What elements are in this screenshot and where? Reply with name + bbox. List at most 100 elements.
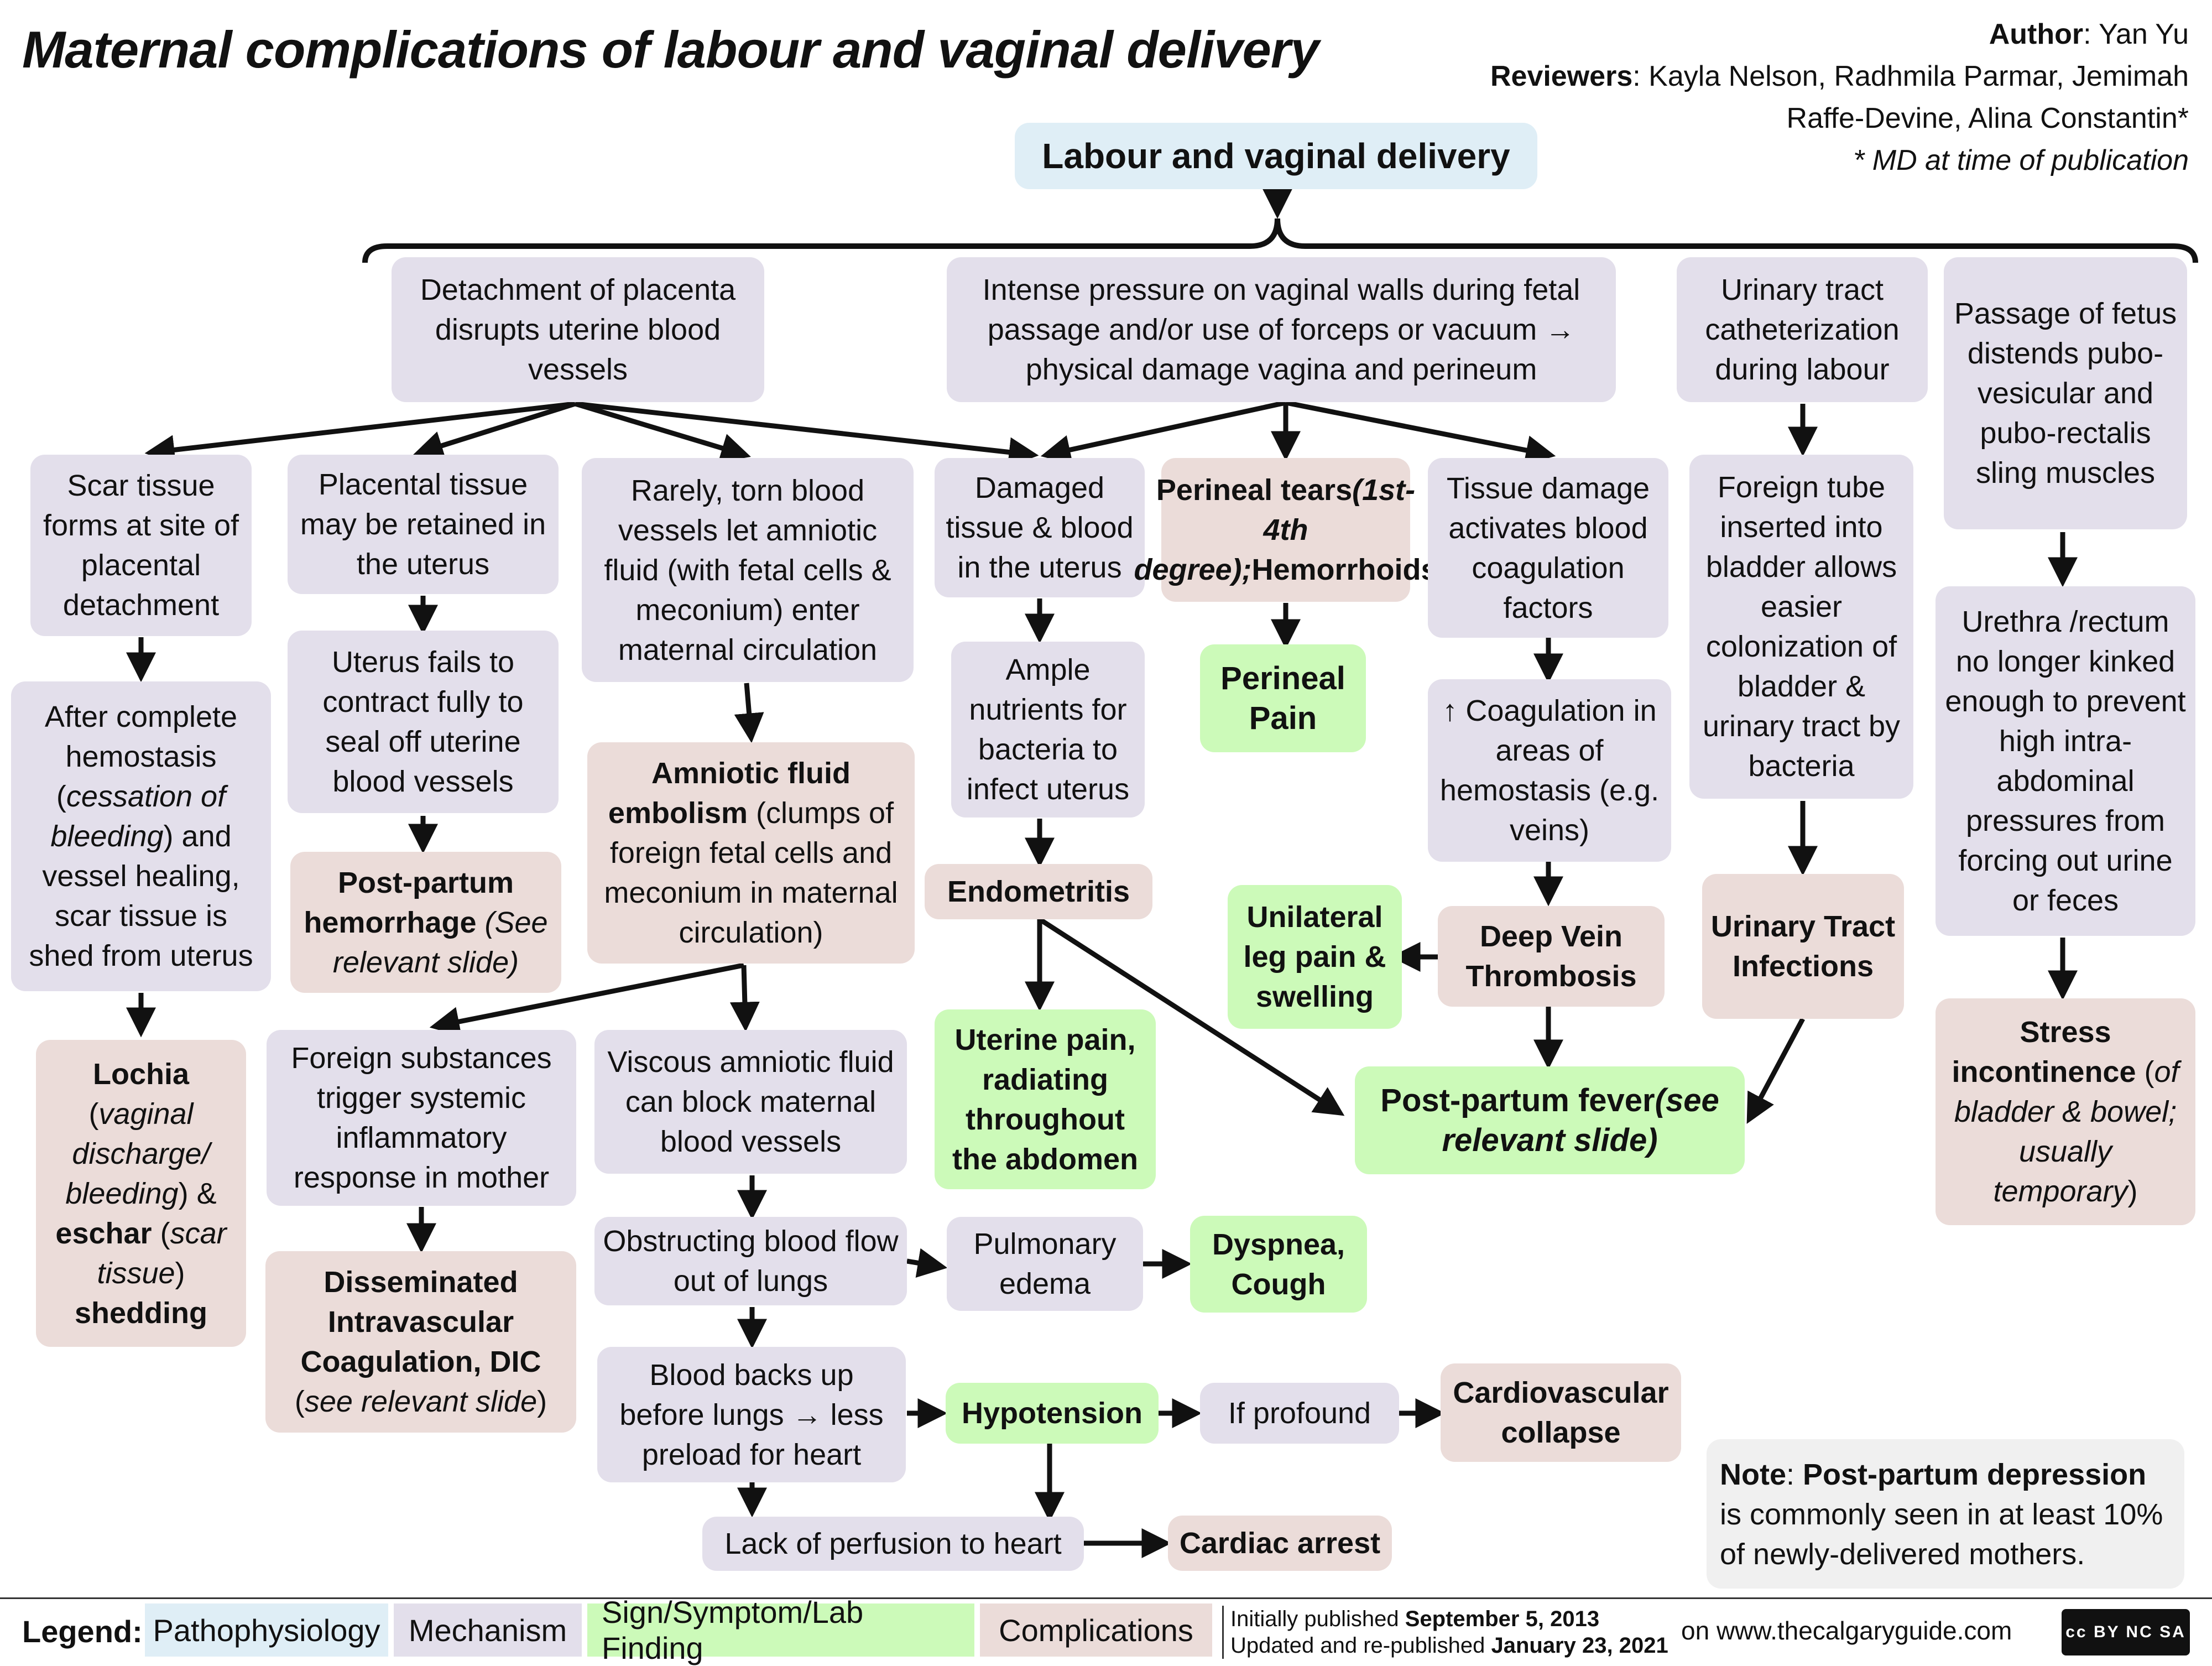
node-blood-backs-up: Blood backs up before lungs → less prelo…	[597, 1347, 906, 1482]
text: Urethra /rectum no longer kinked enough …	[1945, 605, 2186, 917]
page-title: Maternal complications of labour and vag…	[22, 20, 1319, 79]
note-box: Note: Post-partum depression is commonly…	[1707, 1439, 2184, 1589]
publication-info: Initially published September 5, 2013 Up…	[1222, 1606, 1668, 1659]
reviewers-line2: Raffe-Devine, Alina Constantin*	[1786, 102, 2189, 134]
legend-label: Legend:	[22, 1614, 143, 1649]
text: Hypotension	[961, 1397, 1142, 1430]
text: Uterine pain, radiating throughout the a…	[952, 1023, 1139, 1176]
t2: (See relevant slide)	[332, 905, 548, 979]
credits: Author: Yan Yu Reviewers: Kayla Nelson, …	[1415, 13, 2189, 181]
text: Passage of fetus distends pubo-vesicular…	[1954, 297, 2177, 490]
text: Unilateral leg pain & swelling	[1243, 900, 1386, 1013]
node-cardiac-arrest: Cardiac arrest	[1168, 1516, 1392, 1571]
text: Damaged tissue & blood in the uterus	[946, 471, 1134, 584]
author-label: Author	[1989, 18, 2084, 50]
t1: Perineal tears	[1156, 473, 1353, 507]
text: Endometritis	[947, 875, 1130, 908]
t5: shedding	[75, 1296, 207, 1330]
node-scar-forms: Scar tissue forms at site of placental d…	[30, 455, 252, 636]
t2: (see relevant slide)	[1442, 1082, 1719, 1158]
node-viscous-fluid: Viscous amniotic fluid can block materna…	[594, 1030, 907, 1174]
text: Intense pressure on vaginal walls during…	[982, 273, 1580, 386]
node-torn-vessels: Rarely, torn blood vessels let amniotic …	[582, 458, 914, 682]
root-brace	[362, 218, 2198, 263]
node-lack-perfusion: Lack of perfusion to heart	[702, 1517, 1084, 1571]
root-label: Labour and vaginal delivery	[1042, 136, 1510, 176]
node-stress-incontinence: Stress incontinence (of bladder & bowel;…	[1936, 998, 2195, 1225]
text: Post-partum hemorrhage (See relevant sli…	[298, 863, 554, 982]
md-note: * MD at time of publication	[1853, 144, 2189, 176]
root-node: Labour and vaginal delivery	[1015, 123, 1537, 189]
node-pp-fever: Post-partum fever(see relevant slide)	[1355, 1066, 1745, 1174]
t3: ) and vessel healing, scar tissue is she…	[29, 820, 253, 972]
node-cv-collapse: Cardiovascular collapse	[1441, 1363, 1681, 1462]
node-uti: Urinary Tract Infections	[1702, 874, 1904, 1019]
legend-bar: Legend: Pathophysiology Mechanism Sign/S…	[0, 1595, 2212, 1665]
text: Uterus fails to contract fully to seal o…	[322, 645, 524, 798]
text: Perineal tears(1st-4th degree);Hemorrhoi…	[1134, 470, 1437, 590]
t2: (1st-4th degree);	[1134, 473, 1416, 586]
text: Cardiac arrest	[1179, 1527, 1381, 1560]
node-placenta-retained: Placental tissue may be retained in the …	[288, 455, 559, 594]
text: Cardiovascular collapse	[1453, 1376, 1669, 1449]
cc-license-icon: cc BY NC SA	[2062, 1609, 2190, 1655]
t1: Disseminated Intravascular Coagulation, …	[300, 1266, 541, 1378]
t2: of bladder & bowel; usually temporary	[1954, 1055, 2179, 1208]
text: Urinary tract catheterization during lab…	[1705, 273, 1900, 386]
node-uterine-pain: Uterine pain, radiating throughout the a…	[935, 1009, 1156, 1189]
text: Dyspnea, Cough	[1212, 1227, 1345, 1301]
published-prefix: Initially published	[1230, 1607, 1405, 1631]
text: After complete hemostasis (cessation of …	[19, 697, 263, 976]
reviewers-label: Reviewers	[1490, 60, 1633, 92]
legend-complications: Complications	[980, 1603, 1212, 1657]
text: Perineal Pain	[1220, 660, 1345, 736]
node-dic: Disseminated Intravascular Coagulation, …	[265, 1251, 576, 1433]
node-foreign-substances: Foreign substances trigger systemic infl…	[267, 1030, 576, 1206]
node-dyspnea: Dyspnea, Cough	[1190, 1216, 1367, 1313]
node-foreign-tube: Foreign tube inserted into bladder allow…	[1689, 455, 1913, 799]
text: Lochia (vaginal discharge/ bleeding) & e…	[55, 1057, 227, 1330]
t4: scar tissue	[97, 1216, 227, 1290]
node-pulmonary-edema: Pulmonary edema	[947, 1217, 1143, 1311]
text: Disseminated Intravascular Coagulation, …	[294, 1266, 547, 1418]
note-text: is commonly seen in at least 10% of newl…	[1720, 1498, 2163, 1571]
text: Viscous amniotic fluid can block materna…	[607, 1045, 894, 1158]
text: Scar tissue forms at site of placental d…	[43, 469, 239, 622]
t2: (clumps of foreign fetal cells and mecon…	[604, 796, 898, 949]
published-date: September 5, 2013	[1405, 1607, 1600, 1631]
t2: vaginal discharge/ bleeding	[65, 1097, 210, 1210]
t1: Lochia	[92, 1057, 190, 1091]
text: Foreign substances trigger systemic infl…	[291, 1042, 552, 1194]
node-perineal-tears: Perineal tears(1st-4th degree);Hemorrhoi…	[1134, 458, 1438, 602]
node-catheterization: Urinary tract catheterization during lab…	[1677, 257, 1928, 402]
text: Tissue damage activates blood coagulatio…	[1446, 471, 1650, 624]
t1: Amniotic fluid embolism	[608, 757, 851, 830]
updated-date: January 23, 2021	[1491, 1633, 1668, 1658]
text: Detachment of placenta disrupts uterine …	[420, 273, 736, 386]
node-amniotic-embolism: Amniotic fluid embolism (clumps of forei…	[587, 742, 915, 964]
node-dvt: Deep Vein Thrombosis	[1438, 906, 1665, 1007]
text: Ample nutrients for bacteria to infect u…	[966, 653, 1130, 806]
node-urethra-rectum: Urethra /rectum no longer kinked enough …	[1936, 586, 2195, 936]
text: Urinary Tract Infections	[1710, 910, 1896, 983]
node-obstructing-flow: Obstructing blood flow out of lungs	[594, 1217, 907, 1305]
text: Lack of perfusion to heart	[724, 1527, 1062, 1560]
text: Post-partum fever(see relevant slide)	[1363, 1081, 1737, 1160]
node-fetus-distends: Passage of fetus distends pubo-vesicular…	[1944, 257, 2187, 529]
node-tissue-damage: Tissue damage activates blood coagulatio…	[1428, 458, 1668, 638]
text: Foreign tube inserted into bladder allow…	[1702, 471, 1901, 783]
text: Amniotic fluid embolism (clumps of forei…	[595, 753, 907, 952]
text: Placental tissue may be retained in the …	[300, 468, 546, 581]
t1: Stress incontinence	[1952, 1016, 2136, 1089]
t3: eschar	[55, 1216, 152, 1250]
text: Deep Vein Thrombosis	[1465, 920, 1637, 993]
t2: see relevant slide	[304, 1385, 538, 1418]
t2: cessation of bleeding	[50, 780, 226, 853]
note-bold: Post-partum depression	[1803, 1458, 2147, 1491]
text: Blood backs up before lungs → less prelo…	[619, 1358, 884, 1471]
node-perineal-pain: Perineal Pain	[1200, 644, 1366, 752]
legend-mechanism: Mechanism	[394, 1603, 582, 1657]
legend-pathophysiology: Pathophysiology	[145, 1603, 388, 1657]
text: Obstructing blood flow out of lungs	[603, 1225, 899, 1298]
site-link[interactable]: on www.thecalgaryguide.com	[1681, 1616, 2012, 1645]
